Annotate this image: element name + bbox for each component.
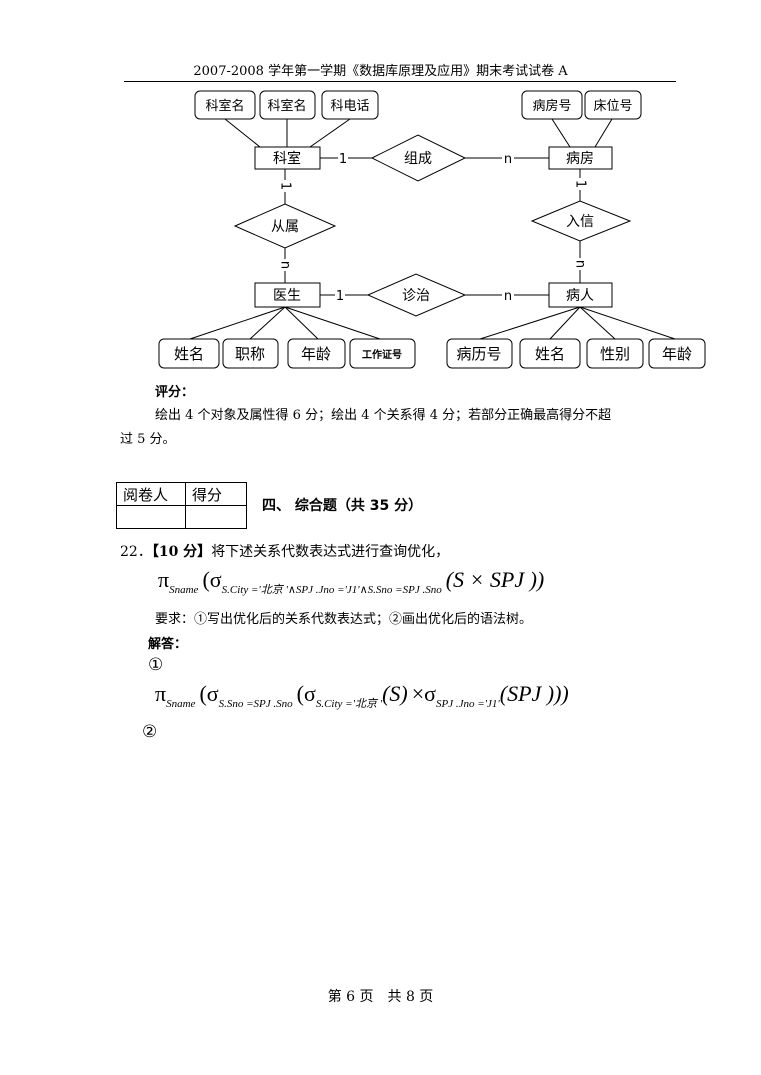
- card-zhenzhi-yisheng: 1: [336, 289, 344, 304]
- formula1-sigma: σ: [209, 567, 222, 592]
- svg-text:姓名: 姓名: [174, 345, 204, 363]
- attr-bingfang-room-no: 病房号: [521, 90, 583, 120]
- formula2-open-paren-2: (: [296, 681, 304, 706]
- svg-text:病房: 病房: [566, 151, 594, 167]
- er-cardinalities: 1 n 1 n 1 n 1 n: [278, 150, 588, 304]
- attr-yisheng-name: 姓名: [158, 338, 220, 369]
- svg-text:组成: 组成: [404, 151, 432, 167]
- score-table-reviewer-header: 阅卷人: [116, 482, 186, 506]
- formula1-sigma-subscript: S.City ='北京 '∧SPJ .Jno ='J1'∧S.Sno =SPJ …: [221, 584, 442, 596]
- relation-zucheng: 组成: [370, 134, 467, 182]
- attr-keshi-name-2: 科室名: [259, 90, 316, 120]
- formula2-tail: (SPJ ))): [499, 681, 569, 706]
- answer-mark-1: ①: [148, 655, 164, 675]
- page-footer: 第 6 页 共 8 页: [327, 989, 434, 1005]
- grading-line-2: 过 5 分。: [120, 432, 176, 447]
- formula1-body: (S × SPJ )): [445, 567, 545, 592]
- header-rule: [124, 81, 676, 82]
- card-ruxin-bingfang: 1: [573, 180, 588, 188]
- grading-label: 评分：: [155, 385, 195, 400]
- formula-original: πSname (σS.City ='北京 '∧SPJ .Jno ='J1'∧S.…: [158, 567, 545, 596]
- page-header-title: 2007-2008 学年第一学期《数据库原理及应用》期末考试试卷 A: [193, 64, 568, 79]
- formula2-s-relation: (S): [382, 681, 408, 706]
- formula2-sigma-join-subscript: S.Sno =SPJ .Sno: [218, 698, 293, 710]
- entity-bingfang: 病房: [548, 146, 613, 170]
- svg-text:床位号: 床位号: [593, 99, 632, 114]
- formula2-sigma-jno-subscript: SPJ .Jno ='J1': [436, 698, 500, 710]
- question-text: 将下述关系代数表达式进行查询优化，: [211, 544, 450, 560]
- attr-bingren-record-no: 病历号: [446, 338, 513, 369]
- section-title: 四、 综合题（共 35 分）: [262, 498, 423, 514]
- card-zucheng-keshi: 1: [339, 152, 347, 167]
- entity-yisheng: 医生: [254, 282, 321, 308]
- attr-bingren-age: 年龄: [648, 338, 706, 369]
- formula2-sigma-join: σ: [206, 681, 219, 706]
- score-table-score-cell[interactable]: [185, 505, 247, 529]
- svg-text:诊治: 诊治: [402, 288, 430, 304]
- formula2-sigma-city: σ: [303, 681, 316, 706]
- card-congshu-yisheng: n: [278, 261, 293, 269]
- attr-keshi-phone: 科电话: [321, 90, 379, 120]
- card-zucheng-bingfang: n: [504, 152, 512, 167]
- question-points: 【10 分】: [151, 544, 212, 560]
- attr-yisheng-title: 职称: [222, 338, 279, 369]
- svg-text:科室名: 科室名: [267, 98, 306, 114]
- svg-text:入信: 入信: [566, 214, 594, 230]
- formula1-open-paren: (: [202, 567, 210, 592]
- svg-text:从属: 从属: [271, 219, 299, 235]
- svg-text:年龄: 年龄: [662, 345, 692, 363]
- svg-text:病房号: 病房号: [532, 98, 571, 114]
- score-table: 阅卷人 得分: [116, 482, 247, 529]
- attr-keshi-name-1: 科室名: [194, 90, 256, 120]
- relation-congshu: 从属: [233, 203, 337, 249]
- svg-text:姓名: 姓名: [535, 345, 565, 363]
- relation-zhenzhi: 诊治: [366, 273, 467, 317]
- card-zhenzhi-bingren: n: [504, 289, 512, 304]
- attr-bingfang-bed-no: 床位号: [584, 90, 642, 120]
- entity-bingren: 病人: [548, 282, 613, 308]
- svg-text:科电话: 科电话: [330, 99, 369, 114]
- svg-text:科室: 科室: [273, 150, 301, 167]
- attr-bingren-gender: 性别: [586, 338, 644, 369]
- score-table-reviewer-cell[interactable]: [116, 505, 186, 529]
- formula2-pi-subscript: Sname: [166, 698, 196, 710]
- formula2-sigma-city-subscript: S.City ='北京 ': [315, 698, 383, 710]
- formula2-sigma-jno: σ: [424, 681, 436, 706]
- svg-text:年龄: 年龄: [301, 345, 331, 363]
- attr-yisheng-age: 年龄: [287, 338, 346, 369]
- formula2-pi: π: [155, 681, 167, 706]
- formula1-pi-subscript: Sname: [169, 584, 199, 596]
- svg-text:病人: 病人: [566, 288, 594, 304]
- question-requirement: 要求：①写出优化后的关系代数表达式；②画出优化后的语法树。: [155, 612, 533, 627]
- svg-text:医生: 医生: [273, 288, 301, 304]
- score-table-score-header: 得分: [185, 482, 247, 506]
- svg-text:病历号: 病历号: [456, 345, 501, 363]
- formula-optimized: πSname (σS.Sno =SPJ .Sno (σS.City ='北京 '…: [155, 681, 569, 710]
- question-number: 22．: [120, 544, 152, 560]
- svg-text:工作证号: 工作证号: [362, 348, 402, 361]
- attr-bingren-name: 姓名: [519, 338, 581, 369]
- formula1-pi: π: [158, 567, 170, 592]
- question-line: 22．【10 分】将下述关系代数表达式进行查询优化，: [120, 541, 449, 561]
- entity-keshi: 科室: [254, 146, 321, 170]
- card-congshu-keshi: 1: [278, 182, 293, 190]
- relation-ruxin: 入信: [530, 200, 632, 242]
- svg-text:职称: 职称: [235, 345, 265, 363]
- svg-text:科室名: 科室名: [205, 98, 244, 114]
- answer-label: 解答：: [148, 637, 188, 652]
- answer-mark-2: ②: [142, 722, 158, 742]
- formula2-times: ×: [411, 681, 425, 706]
- svg-text:性别: 性别: [600, 345, 630, 363]
- card-ruxin-bingren: n: [573, 260, 588, 268]
- er-diagram: 1 n 1 n 1 n 1 n 科室名 科室名 科电话 病房号 床位号: [158, 90, 706, 369]
- grading-line-1: 绘出 4 个对象及属性得 6 分；绘出 4 个关系得 4 分；若部分正确最高得分…: [155, 408, 612, 423]
- formula2-open-paren: (: [199, 681, 207, 706]
- attr-yisheng-badge-no: 工作证号: [349, 338, 416, 369]
